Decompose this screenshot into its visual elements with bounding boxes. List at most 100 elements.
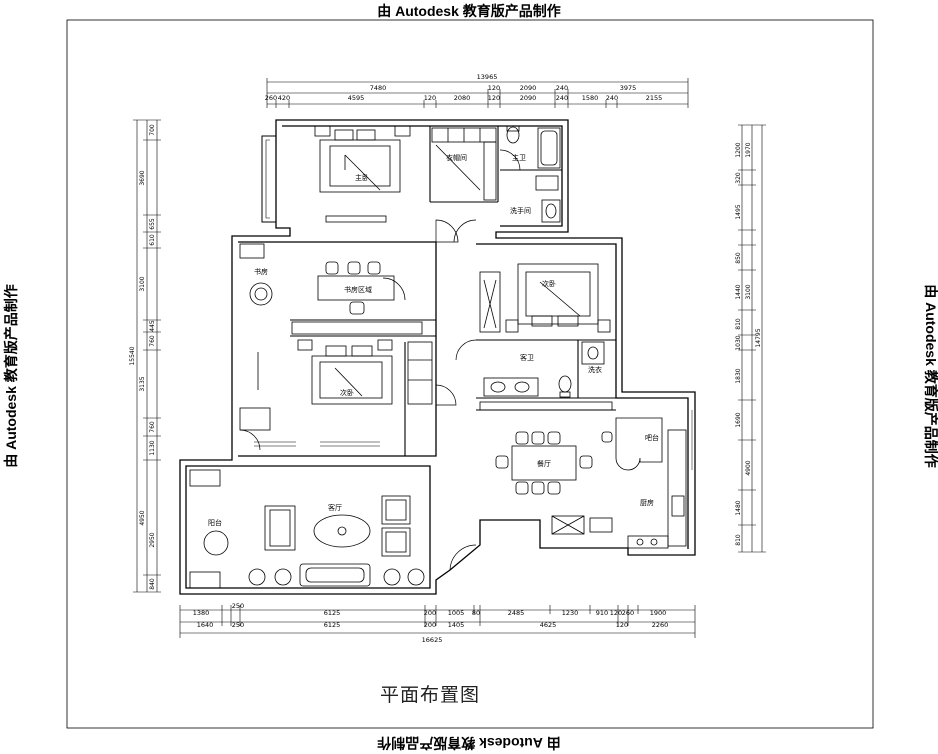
room-kitchen: 厨房 xyxy=(640,498,654,507)
child-nightstand-left xyxy=(505,319,519,333)
dim-top-overall: 13965 xyxy=(477,73,498,81)
child-wardrobe xyxy=(479,271,501,333)
dim-right-6: 3100 xyxy=(745,284,752,299)
dim-top-r2-8: 1580 xyxy=(582,94,599,102)
dim-right-7: 810 xyxy=(735,318,742,330)
room-master-bedroom: 主卧 xyxy=(355,173,369,182)
kitchen-counters xyxy=(551,429,687,549)
guest-bath-fixtures xyxy=(483,341,605,398)
right-dimension-text: 14795 1200 1970 320 1495 850 1440 3100 8… xyxy=(735,142,762,546)
child-bed xyxy=(517,263,599,327)
room-study-area: 书房区域 xyxy=(344,285,372,294)
second-bed xyxy=(311,345,393,405)
dim-top-r2-0: 260 xyxy=(265,94,277,102)
dim-top-r2-2: 4595 xyxy=(348,94,365,102)
dim-bot-r2-7: 2260 xyxy=(652,621,669,629)
dim-right-2: 320 xyxy=(735,172,742,184)
child-nightstand-right xyxy=(597,319,611,333)
dim-left-7: 3135 xyxy=(139,376,146,391)
upper-balcony xyxy=(261,135,276,223)
corridor-cabinet xyxy=(479,401,613,411)
dim-bot-r2-3: 200 xyxy=(424,621,436,629)
master-bed xyxy=(319,129,401,193)
dim-bot-r1-3: 200 xyxy=(424,609,436,617)
right-dimension-lines xyxy=(738,124,766,553)
room-laundry: 洗衣 xyxy=(588,365,602,374)
dim-top-r2-9: 240 xyxy=(606,94,618,102)
room-bathroom: 主卫 xyxy=(512,153,526,162)
room-study: 书房 xyxy=(254,267,268,276)
room-dining: 餐厅 xyxy=(537,459,551,468)
dim-right-overall: 14795 xyxy=(755,328,762,347)
dim-bottom-overall: 16625 xyxy=(422,636,443,644)
dim-bot-r1-8: 910 xyxy=(596,609,608,617)
dim-bot-r2-1: 250 xyxy=(232,621,244,629)
second-nightstand-right xyxy=(377,339,393,351)
dim-right-5: 1440 xyxy=(735,284,742,299)
dim-bot-r1-1: 250 xyxy=(232,602,244,610)
dim-top-r2-6: 2090 xyxy=(520,94,537,102)
study-bookshelf xyxy=(291,321,423,335)
master-nightstand-right xyxy=(394,125,411,137)
dim-left-0: 700 xyxy=(149,124,156,136)
dim-bot-r1-2: 6125 xyxy=(324,609,341,617)
dim-bot-r2-2: 6125 xyxy=(324,621,341,629)
second-desk xyxy=(239,407,271,431)
dim-left-10: 4950 xyxy=(139,510,146,525)
dim-left-2: 655 xyxy=(149,218,156,230)
watermark-top: 由 Autodesk 教育版产品制作 xyxy=(377,3,561,19)
bar-counter xyxy=(615,417,663,471)
dim-right-9: 1830 xyxy=(735,368,742,383)
dim-top-r2-7: 240 xyxy=(556,94,568,102)
dim-bot-r1-5: 80 xyxy=(472,609,480,617)
exterior-walls xyxy=(179,119,696,595)
bottom-dimension-lines xyxy=(179,605,696,638)
dim-left-11: 2950 xyxy=(149,532,156,547)
upper-balcony-rail xyxy=(265,139,270,219)
door-swings xyxy=(239,149,521,571)
dim-top-r2-10: 2155 xyxy=(646,94,663,102)
dim-right-8: 1030 xyxy=(735,335,742,350)
closet-wardrobe xyxy=(431,127,497,201)
dim-top-r1-4: 3975 xyxy=(620,84,637,92)
master-nightstand-left xyxy=(314,125,331,137)
dim-bot-r2-6: 120 xyxy=(616,621,628,629)
dim-top-r2-1: 420 xyxy=(278,94,290,102)
dim-left-1: 3690 xyxy=(139,170,146,185)
left-dimension-lines xyxy=(133,119,161,593)
living-armchairs xyxy=(381,495,411,557)
living-plants xyxy=(248,568,425,586)
dim-left-6: 760 xyxy=(149,335,156,347)
dim-left-overall: 15540 xyxy=(129,346,136,365)
dim-left-12: 840 xyxy=(149,578,156,590)
room-labels: 主卧 衣帽间 主卫 洗手间 书房 书房区域 次卧 次卧 客卫 洗衣 餐厅 吧台 … xyxy=(208,153,659,527)
dim-right-11: 4900 xyxy=(745,460,752,475)
dim-top-r2-4: 2080 xyxy=(454,94,471,102)
dim-left-3: 610 xyxy=(149,234,156,246)
second-wardrobe xyxy=(407,341,433,405)
dim-bot-r1-0: 1380 xyxy=(193,609,210,617)
second-nightstand-left xyxy=(297,339,313,351)
left-dimension-text: 15540 700 3690 655 610 3100 445 760 3135… xyxy=(129,124,156,590)
dim-top-r1-3: 240 xyxy=(556,84,568,92)
living-rug-center xyxy=(337,526,347,536)
dim-bot-r2-0: 1640 xyxy=(197,621,214,629)
room-living: 客厅 xyxy=(328,503,342,512)
dim-top-r1-2: 2090 xyxy=(520,84,537,92)
dim-bot-r1-11: 1900 xyxy=(650,609,667,617)
room-wash-room: 洗手间 xyxy=(510,206,531,215)
watermark-bottom: 由 Autodesk 教育版产品制作 xyxy=(377,735,561,751)
watermark-right: 由 Autodesk 教育版产品制作 xyxy=(923,284,938,468)
drawing-frame xyxy=(66,19,874,729)
dim-top-r1-0: 7480 xyxy=(370,84,387,92)
dim-left-9: 1130 xyxy=(149,440,156,455)
dim-right-0: 1200 xyxy=(735,142,742,157)
master-tv-cabinet xyxy=(325,215,387,223)
dim-bot-r2-5: 4625 xyxy=(540,621,557,629)
dim-left-8: 760 xyxy=(149,421,156,433)
dim-right-4: 850 xyxy=(735,252,742,264)
study-lounge-chair xyxy=(249,282,273,306)
room-guest-bath: 客卫 xyxy=(520,353,534,362)
